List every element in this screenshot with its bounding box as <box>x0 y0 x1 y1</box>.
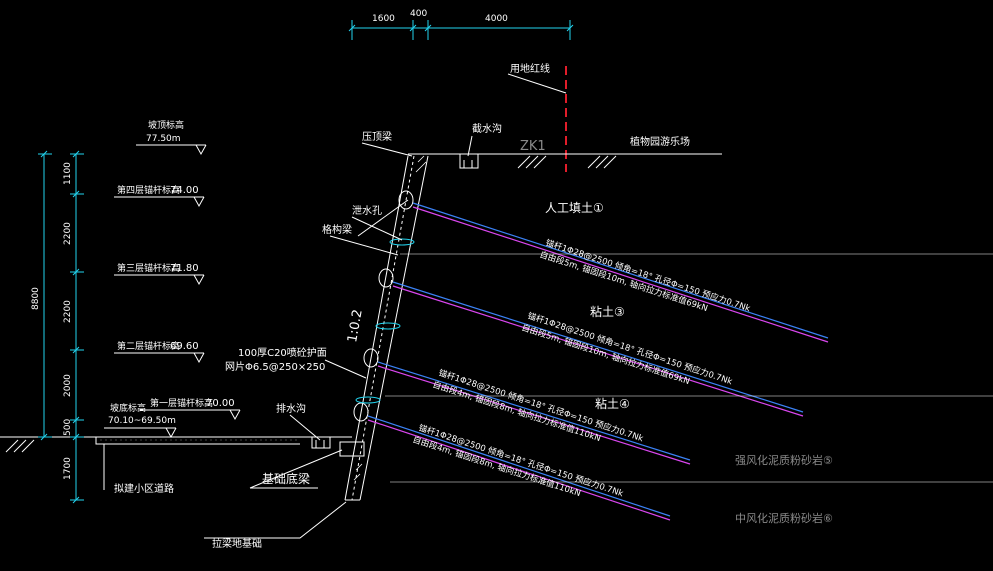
dim-top-1600: 1600 <box>372 14 395 24</box>
pile-foundation-leader <box>204 501 347 539</box>
shotcrete-label-1: 100厚C20喷砼护面 <box>238 346 327 359</box>
top-ground <box>408 153 722 169</box>
foundation-beam-leader <box>249 449 343 489</box>
drain-ditch-bottom-leader <box>289 414 321 441</box>
elev-anchor1-label: 第一层锚杆标高 <box>150 397 213 409</box>
borehole-zk1: ZK1 <box>520 139 546 154</box>
elev-anchor3-value: 71.80 <box>170 263 199 274</box>
left-dimension-chain <box>38 150 84 504</box>
dim-left-total-group: 8800 <box>31 287 41 310</box>
dim-left-3-group: 2200 <box>63 300 73 323</box>
foundation-beam-label: 基础底梁 <box>262 471 310 486</box>
wall-hatching <box>353 155 427 481</box>
pile-foundation-label: 拉梁地基础 <box>212 537 262 550</box>
inclined-wall <box>339 155 429 501</box>
soil-layer-5: 强风化泥质粉砂岩⑤ <box>735 453 833 467</box>
drain-ditch-bottom-label: 排水沟 <box>276 402 306 415</box>
lattice-beam-label: 格构梁 <box>322 223 352 236</box>
dim-left-4-group: 2000 <box>63 374 73 397</box>
dim-left-5-group: 500 <box>63 419 73 436</box>
drain-ditch-top-leader <box>467 135 473 157</box>
crown-beam-leader <box>361 142 413 157</box>
bottom-ground <box>0 436 352 453</box>
lattice-beam-leader <box>329 235 399 256</box>
redline-label: 用地红线 <box>510 62 550 75</box>
drain-ditch-top-label: 截水沟 <box>472 122 502 135</box>
dim-left-1-group: 1100 <box>63 162 73 185</box>
dim-top-400: 400 <box>410 9 427 19</box>
elev-slope-bottom-label: 坡底标高 <box>110 402 146 414</box>
elev-anchor2-value: 69.60 <box>170 341 199 352</box>
elev-anchor3-label: 第三层锚杆标高 <box>117 262 180 274</box>
dim-left-5: 500 <box>63 419 73 436</box>
elev-slope-top-label: 坡顶标高 <box>148 119 184 131</box>
dim-top-4000: 4000 <box>485 14 508 24</box>
anchor-rods <box>367 202 829 521</box>
anchor-heads <box>353 190 415 422</box>
soil-layer-4: 粘土④ <box>595 396 630 411</box>
dim-left-2: 2200 <box>63 222 73 245</box>
soil-layer-3: 粘土③ <box>590 304 625 319</box>
dim-left-3: 2200 <box>63 300 73 323</box>
soil-layer-1: 人工填土① <box>545 201 604 215</box>
shotcrete-leader <box>324 359 367 379</box>
redline-leader <box>507 73 567 94</box>
elev-slope-top-value: 77.50m <box>146 134 181 144</box>
crown-beam-label: 压顶梁 <box>362 130 392 143</box>
dim-left-6: 1700 <box>63 457 73 480</box>
elev-anchor1-value: 70.00 <box>206 398 235 409</box>
elev-anchor2-label: 第二层锚杆标高 <box>117 340 180 352</box>
elev-anchor4-value: 74.00 <box>170 185 199 196</box>
soil-layer-6: 中风化泥质粉砂岩⑥ <box>735 511 833 525</box>
dim-left-4: 2000 <box>63 374 73 397</box>
weep-hole-label: 泄水孔 <box>352 204 382 217</box>
top-dimension-chain <box>348 20 574 40</box>
slope-ratio-group: 1:0.2 <box>345 308 366 343</box>
weep-hole-leader <box>351 216 403 241</box>
zoo-square-label: 植物园游乐场 <box>630 135 690 148</box>
lattice-beam-leader-2 <box>357 199 409 237</box>
dim-left-6-group: 1700 <box>63 457 73 480</box>
elev-slope-bottom-value: 70.10~69.50m <box>108 416 176 426</box>
dim-left-2-group: 2200 <box>63 222 73 245</box>
slope-ratio: 1:0.2 <box>345 308 366 343</box>
soil-boundaries <box>385 253 993 483</box>
shotcrete-label-2: 网片Φ6.5@250×250 <box>225 360 325 373</box>
elevation-marks <box>104 144 241 439</box>
dim-left-total: 8800 <box>31 287 41 310</box>
elev-anchor4-label: 第四层锚杆标高 <box>117 184 180 196</box>
ground-road-label: 拟建小区道路 <box>114 482 174 495</box>
dim-left-1: 1100 <box>63 162 73 185</box>
